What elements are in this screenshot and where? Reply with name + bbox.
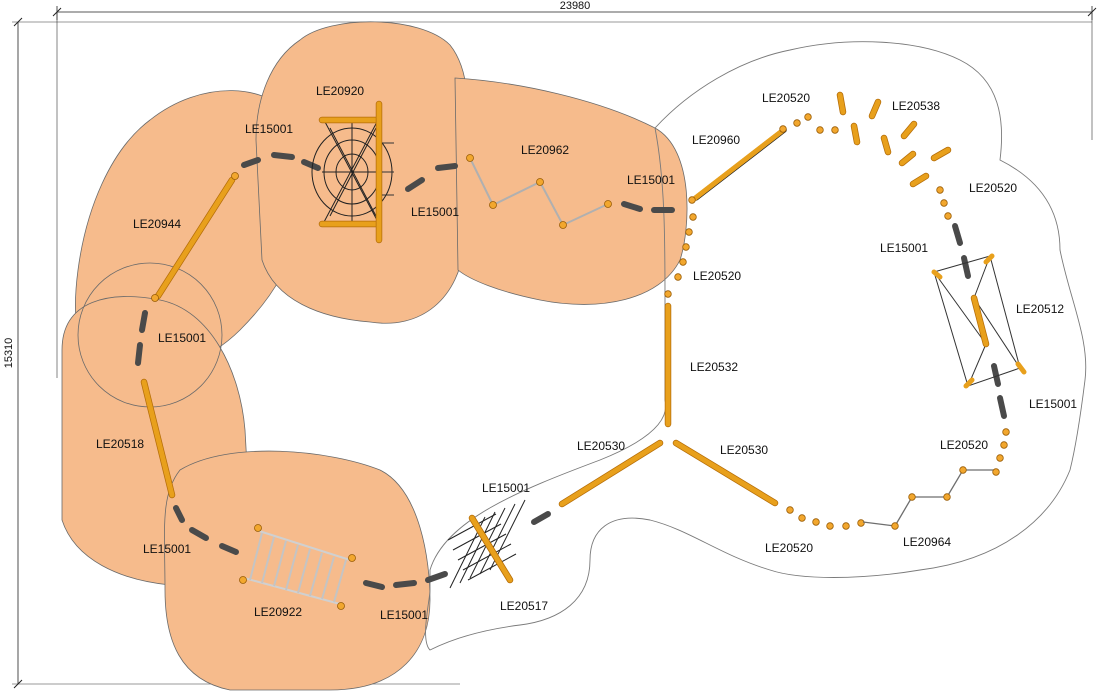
label-le15001-top-left: LE15001	[245, 122, 293, 136]
balance-beam-le20518	[140, 378, 176, 499]
balance-beam-le20960	[688, 125, 787, 204]
label-le15001-top-right: LE15001	[627, 173, 675, 187]
chain-walk-le20964	[862, 466, 997, 530]
spider-net-le20920	[311, 100, 394, 244]
label-le15001-top-mid: LE15001	[411, 205, 459, 219]
label-le20538: LE20538	[892, 99, 940, 113]
dimension-lines: 23980 15310	[3, 0, 1097, 689]
stepping-posts-top	[793, 113, 839, 134]
label-le15001-bottom: LE15001	[380, 608, 428, 622]
label-le20530-right: LE20530	[720, 443, 768, 457]
label-le20920: LE20920	[316, 84, 364, 98]
label-le20512: LE20512	[1016, 302, 1064, 316]
log-steps-le20538	[836, 91, 952, 188]
stepping-posts-center	[664, 213, 697, 298]
label-le20944: LE20944	[133, 217, 181, 231]
stepping-stones-right	[952, 223, 1007, 419]
stepping-stones-left	[135, 310, 148, 366]
label-le20964: LE20964	[903, 535, 951, 549]
stepping-stones-bottom-left	[173, 505, 239, 555]
label-le20517: LE20517	[500, 599, 548, 613]
rope-bridge-le20922	[239, 524, 356, 610]
stepping-stone-net	[531, 511, 551, 525]
balance-beam-le20530-left	[558, 439, 664, 508]
label-le20520-bottom: LE20520	[765, 541, 813, 555]
label-le20532: LE20532	[690, 360, 738, 374]
label-le15001-right-top: LE15001	[880, 241, 928, 255]
equipment-labels: LE20920 LE15001 LE15001 LE20962 LE15001 …	[96, 84, 1077, 622]
chain-walk-le20962	[466, 154, 612, 229]
label-le20922: LE20922	[254, 605, 302, 619]
stepping-stones-bottom	[363, 571, 448, 590]
stepping-stones-top-mid	[405, 163, 458, 192]
label-le20960: LE20960	[692, 133, 740, 147]
label-le20520-top: LE20520	[762, 91, 810, 105]
balance-beam-le20530-right	[672, 439, 779, 507]
stepping-stones-top-left	[241, 152, 321, 171]
climbing-net-le20517	[447, 499, 526, 589]
diagonal-beam-le20944	[151, 172, 239, 302]
height-dimension-label: 15310	[3, 338, 15, 369]
label-le20520-right-bottom: LE20520	[940, 438, 988, 452]
stepping-posts-bottom	[786, 506, 865, 530]
label-le15001-bottom-mid: LE15001	[482, 481, 530, 495]
label-le20520-center: LE20520	[693, 269, 741, 283]
label-le15001-bottom-left: LE15001	[143, 542, 191, 556]
label-le20518: LE20518	[96, 437, 144, 451]
stepping-posts-right-bottom	[992, 428, 1010, 476]
stepping-posts-right	[936, 186, 952, 220]
width-dimension-label: 23980	[560, 0, 591, 12]
label-le20962: LE20962	[521, 143, 569, 157]
suspended-beam-le20512	[931, 253, 1027, 389]
label-le15001-right-bottom: LE15001	[1029, 397, 1077, 411]
stepping-stones-top-right	[621, 201, 675, 213]
label-le20520-right: LE20520	[969, 181, 1017, 195]
label-le20530-left: LE20530	[577, 439, 625, 453]
label-le15001-left: LE15001	[158, 331, 206, 345]
outer-safety-outline	[425, 41, 1087, 651]
